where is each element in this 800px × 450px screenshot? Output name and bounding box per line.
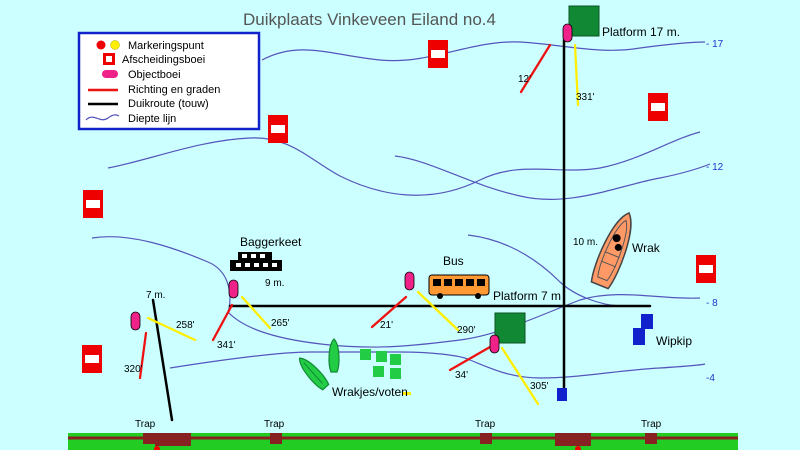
small-boat-icon bbox=[299, 357, 330, 391]
baggerkeet-depth: 9 m. bbox=[265, 278, 284, 289]
small-wreck bbox=[376, 351, 387, 362]
trap-label: Trap bbox=[641, 419, 662, 430]
depth-label-8: - 8 bbox=[706, 298, 718, 309]
separation-buoy bbox=[268, 115, 288, 143]
depth-line-17 bbox=[261, 41, 706, 62]
small-wreck bbox=[373, 366, 384, 377]
bearing-label: 290' bbox=[457, 325, 476, 336]
direction-341 bbox=[211, 303, 234, 342]
separation-buoy bbox=[648, 93, 668, 121]
direction-331 bbox=[573, 43, 580, 107]
object-buoys bbox=[130, 271, 500, 354]
direction-258 bbox=[146, 316, 197, 342]
small-boat-icon bbox=[328, 338, 340, 373]
bus-label: Bus bbox=[443, 254, 464, 268]
legend-markeringspunt: Markeringspunt bbox=[128, 40, 204, 52]
bus-icon bbox=[428, 274, 490, 299]
trap-step bbox=[143, 433, 155, 444]
wrak-icon bbox=[590, 211, 632, 290]
direction-290 bbox=[416, 290, 460, 332]
direction-12 bbox=[519, 43, 552, 94]
left-depth-label: 7 m. bbox=[146, 290, 165, 301]
object-buoy bbox=[130, 311, 141, 331]
direction-320 bbox=[138, 331, 148, 380]
legend-afscheidingsboei: Afscheidingsboei bbox=[122, 54, 205, 66]
baggerkeet-label: Baggerkeet bbox=[240, 235, 302, 249]
direction-34 bbox=[448, 345, 492, 372]
depth-line-8a bbox=[91, 236, 701, 348]
platform-7-square bbox=[494, 312, 526, 344]
separation-buoy bbox=[82, 345, 102, 373]
direction-305 bbox=[500, 346, 540, 406]
bearing-label: 320' bbox=[124, 364, 143, 375]
depth-legend-icon bbox=[85, 114, 120, 121]
separation-buoy bbox=[428, 40, 448, 68]
depth-line-12b bbox=[394, 155, 711, 200]
platform-17-square bbox=[568, 5, 600, 37]
depth-label-12: - 12 bbox=[706, 162, 724, 173]
legend-duikroute: Duikroute (touw) bbox=[128, 98, 209, 110]
separation-buoys bbox=[82, 40, 716, 373]
object-buoy-icon bbox=[102, 70, 118, 78]
small-wreck bbox=[390, 368, 401, 379]
marker-red-icon bbox=[96, 40, 106, 50]
depth-line-8b bbox=[467, 234, 621, 307]
wipkip-icon bbox=[633, 314, 653, 345]
separation-buoy-icon bbox=[103, 53, 115, 65]
direction-265 bbox=[240, 295, 272, 330]
wrak-depth: 10 m. bbox=[573, 237, 598, 248]
object-buoy bbox=[404, 271, 415, 291]
baggerkeet-icon bbox=[230, 252, 282, 271]
wrakjes-icons bbox=[299, 338, 411, 395]
separation-buoy bbox=[83, 190, 103, 218]
trap-step bbox=[645, 433, 657, 444]
small-wreck bbox=[403, 392, 411, 395]
bearing-label: 12' bbox=[518, 74, 531, 85]
direction-lines bbox=[138, 43, 580, 406]
trap-label: Trap bbox=[264, 419, 285, 430]
legend-objectboei: Objectboei bbox=[128, 69, 181, 81]
wrakjes-label: Wrakjes/voten bbox=[332, 385, 408, 399]
trap-label: Trap bbox=[135, 419, 156, 430]
wrak-label: Wrak bbox=[632, 241, 661, 255]
legend: Markeringspunt Afscheidingsboei Objectbo… bbox=[77, 31, 261, 131]
direction-21 bbox=[370, 295, 408, 329]
depth-label-17: - 17 bbox=[706, 39, 724, 50]
bearing-label: 331' bbox=[576, 92, 595, 103]
separation-buoy bbox=[696, 255, 716, 283]
bearing-label: 265' bbox=[271, 318, 290, 329]
shore-marker bbox=[154, 446, 160, 450]
legend-diepte: Diepte lijn bbox=[128, 113, 176, 125]
bearing-label: 258' bbox=[176, 320, 195, 331]
bearing-label: 341' bbox=[217, 340, 236, 351]
trap-label: Trap bbox=[475, 419, 496, 430]
depth-line-12a bbox=[107, 131, 701, 196]
legend-richting: Richting en graden bbox=[128, 84, 220, 96]
bearing-label: 305' bbox=[530, 381, 549, 392]
legend-box bbox=[77, 31, 261, 131]
shore-marker bbox=[575, 446, 581, 450]
trap-step bbox=[480, 433, 492, 444]
dive-routes bbox=[151, 38, 652, 422]
object-buoy bbox=[489, 334, 500, 354]
route-left bbox=[151, 298, 174, 422]
object-buoy bbox=[562, 23, 573, 43]
platform-17-label: Platform 17 m. bbox=[602, 25, 680, 39]
depth-label-4: -4 bbox=[706, 373, 715, 384]
trap-step bbox=[270, 433, 282, 444]
marker-yellow-icon bbox=[110, 40, 120, 50]
bearing-label: 34' bbox=[455, 370, 468, 381]
small-wreck bbox=[390, 354, 401, 365]
trap-step bbox=[155, 433, 191, 446]
small-wreck bbox=[360, 349, 371, 360]
route-end-marker bbox=[557, 388, 567, 401]
wipkip-label: Wipkip bbox=[656, 334, 692, 348]
trap-step bbox=[555, 433, 591, 446]
map-title: Duikplaats Vinkeveen Eiland no.4 bbox=[243, 10, 496, 29]
bearing-label: 21' bbox=[380, 320, 393, 331]
object-buoy bbox=[228, 279, 239, 299]
platform-7-label: Platform 7 m bbox=[493, 289, 561, 303]
trap-steps bbox=[143, 433, 657, 446]
